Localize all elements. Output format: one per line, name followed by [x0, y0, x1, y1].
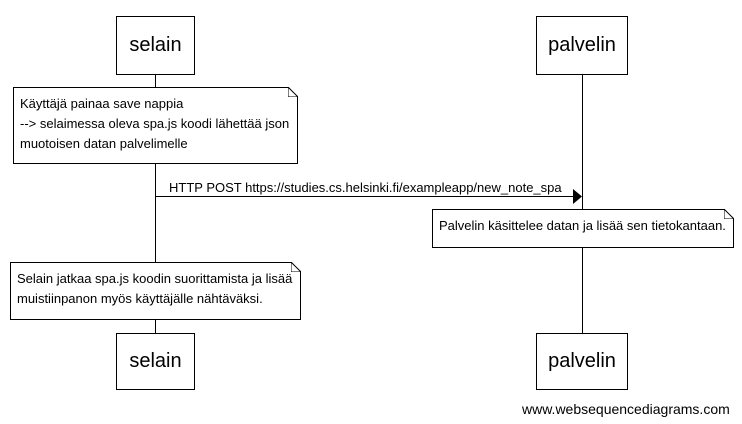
client-participant-label: selain [129, 34, 182, 56]
server-participant-bottom: palvelin [536, 333, 628, 390]
server-participant-label: palvelin [548, 350, 616, 372]
server-note: Palvelin käsittelee datan ja lisää sen t… [432, 209, 734, 248]
client-note-before-line-3: muotoisen datan palvelimelle [20, 136, 188, 151]
client-lifeline [155, 75, 156, 333]
server-participant-label: palvelin [548, 34, 616, 56]
client-participant-label: selain [129, 350, 182, 372]
client-participant-bottom: selain [116, 333, 195, 390]
server-lifeline [582, 75, 583, 333]
client-note-before-line-2: --> selaimessa oleva spa.js koodi lähett… [20, 116, 290, 131]
client-note-after-line-2: muistiinpanon myös käyttäjälle nähtäväks… [17, 291, 263, 306]
client-note-before: Käyttäjä painaa save nappia --> selaimes… [13, 87, 298, 164]
client-participant-top: selain [116, 16, 195, 75]
http-post-message-label: HTTP POST https://studies.cs.helsinki.fi… [169, 180, 562, 195]
note-folded-corner-icon [291, 262, 301, 272]
client-note-after: Selain jatkaa spa.js koodin suorittamist… [10, 262, 301, 320]
note-folded-corner-icon [288, 87, 298, 97]
client-note-after-line-1: Selain jatkaa spa.js koodin suorittamist… [17, 271, 293, 286]
http-post-message-arrow [155, 189, 582, 204]
server-note-line-1: Palvelin käsittelee datan ja lisää sen t… [439, 218, 726, 233]
server-participant-top: palvelin [536, 16, 628, 75]
client-note-before-line-1: Käyttäjä painaa save nappia [20, 96, 184, 111]
note-folded-corner-icon [724, 209, 734, 219]
watermark-link[interactable]: www.websequencediagrams.com [522, 401, 730, 417]
